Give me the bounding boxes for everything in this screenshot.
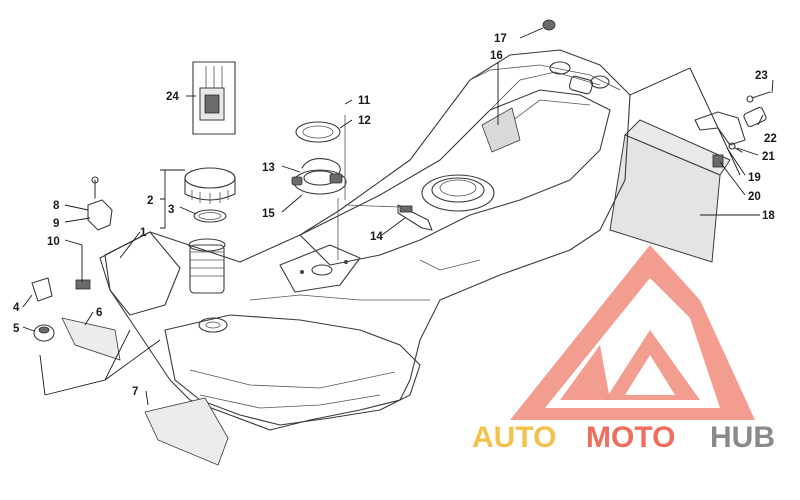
callout-23: 23: [755, 70, 768, 82]
leader-lines: [22, 27, 774, 406]
watermark-logo: [510, 245, 755, 420]
callout-20: 20: [748, 191, 761, 203]
callout-18: 18: [762, 210, 775, 222]
callout-24: 24: [166, 91, 179, 103]
callout-2: 2: [147, 195, 153, 207]
callout-17: 17: [494, 33, 507, 45]
callout-14: 14: [370, 231, 383, 243]
callout-labels: 1 2 3 4 5 6 7 8 9 10 11 12 13 14 15 16 1…: [13, 33, 777, 398]
callout-21: 21: [762, 151, 775, 163]
callout-19: 19: [748, 172, 761, 184]
callout-10: 10: [47, 236, 60, 248]
relay-harness: [192, 61, 236, 135]
callout-16: 16: [490, 50, 503, 62]
heat-shields: [61, 317, 229, 466]
callout-7: 7: [132, 386, 138, 398]
callout-15: 15: [262, 208, 275, 220]
watermark-hub: HUB: [710, 421, 775, 454]
callout-11: 11: [358, 95, 371, 107]
callout-12: 12: [358, 115, 371, 127]
small-hardware-right: [542, 19, 771, 168]
callout-22: 22: [764, 133, 777, 145]
fuel-cap: [184, 167, 236, 223]
callout-6: 6: [96, 307, 102, 319]
foam-pad: [609, 119, 731, 263]
callout-1: 1: [140, 227, 147, 239]
callout-3: 3: [168, 204, 174, 216]
side-cover: [99, 231, 181, 316]
callout-5: 5: [13, 323, 20, 335]
watermark-text: AUTO MOTO HUB: [472, 421, 775, 454]
watermark-auto: AUTO: [472, 421, 556, 454]
watermark-moto: MOTO: [586, 421, 675, 454]
fuel-sensor: [344, 204, 433, 231]
callout-4: 4: [13, 302, 20, 314]
callout-9: 9: [53, 218, 59, 230]
callout-8: 8: [53, 200, 60, 212]
callout-13: 13: [262, 162, 275, 174]
fuel-pump-assembly: [291, 115, 347, 260]
small-hardware-left: [31, 176, 113, 342]
